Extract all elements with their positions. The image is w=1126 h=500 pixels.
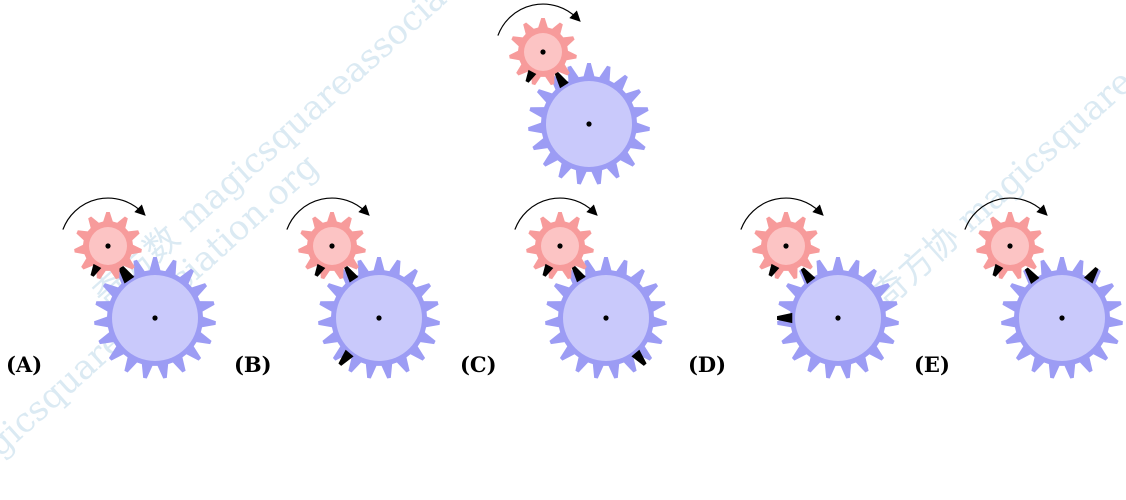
black-tooth-marker-icon <box>992 263 1004 277</box>
small-gear-axle <box>540 49 546 55</box>
option-label-c: (C) <box>460 352 497 377</box>
black-tooth-marker-icon <box>554 71 569 89</box>
question-figure <box>497 3 650 185</box>
option-a-figure <box>62 197 216 379</box>
clockwise-arrow-icon <box>497 3 581 36</box>
black-tooth-marker-icon <box>118 267 134 284</box>
black-tooth-marker-icon <box>800 267 816 284</box>
black-tooth-marker-icon <box>1024 267 1040 284</box>
large-gear-axle <box>603 315 609 321</box>
black-tooth-marker-icon <box>314 263 326 277</box>
large-gear-axle <box>1059 315 1065 321</box>
small-gear-axle <box>105 243 111 249</box>
black-tooth-marker-icon <box>768 263 780 277</box>
small-gear-axle <box>783 243 789 249</box>
black-tooth-marker-icon <box>542 263 554 277</box>
small-gear-axle <box>1007 243 1013 249</box>
large-gear-axle <box>835 315 841 321</box>
black-tooth-marker-icon <box>344 265 359 283</box>
small-gear-axle <box>329 243 335 249</box>
option-label-b: (B) <box>234 352 272 377</box>
black-tooth-marker-icon <box>777 312 793 324</box>
black-tooth-marker-icon <box>338 349 354 366</box>
option-c-figure <box>514 197 667 379</box>
black-tooth-marker-icon <box>525 69 537 83</box>
large-gear-axle <box>586 121 592 127</box>
small-gear-axle <box>557 243 563 249</box>
clockwise-arrow-icon <box>740 197 824 230</box>
black-tooth-marker-icon <box>90 263 102 277</box>
clockwise-arrow-icon <box>286 197 370 230</box>
option-b-figure <box>286 197 440 379</box>
black-tooth-marker-icon <box>1083 267 1099 284</box>
black-tooth-marker-icon <box>631 349 647 366</box>
option-label-e: (E) <box>914 352 950 377</box>
black-tooth-marker-icon <box>571 265 586 283</box>
option-label-d: (D) <box>688 352 727 377</box>
clockwise-arrow-icon <box>964 197 1048 230</box>
option-d-figure <box>740 197 899 379</box>
clockwise-arrow-icon <box>514 197 598 230</box>
large-gear-axle <box>376 315 382 321</box>
option-label-a: (A) <box>6 352 43 377</box>
gear-puzzle-diagram <box>62 3 1123 379</box>
option-e-figure <box>964 197 1123 379</box>
clockwise-arrow-icon <box>62 197 146 230</box>
large-gear-axle <box>152 315 158 321</box>
